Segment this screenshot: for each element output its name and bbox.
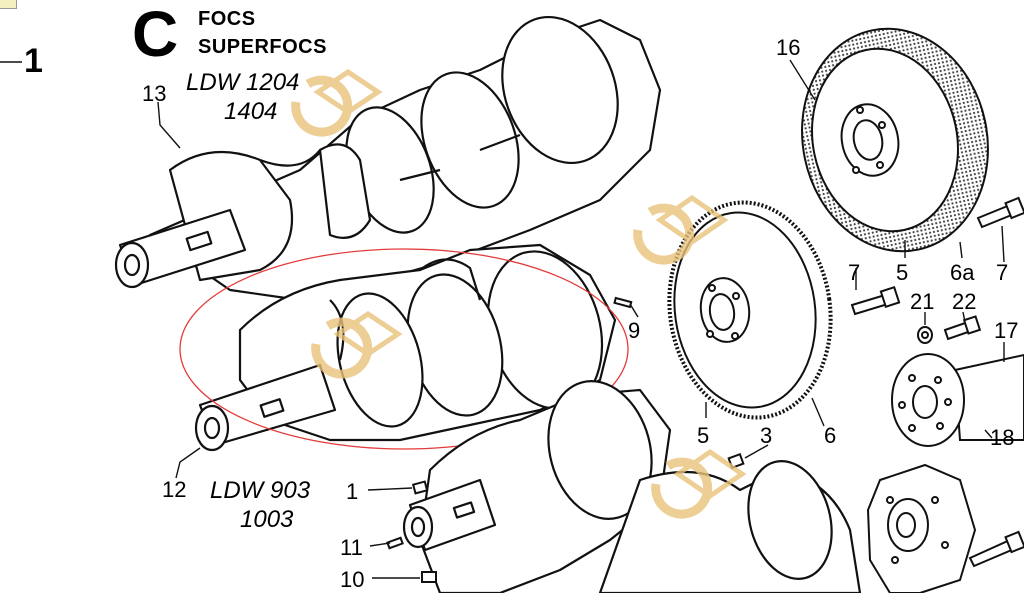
callout-9: 9 [628,318,641,343]
header-line-2: SUPERFOCS [198,36,327,58]
header-line-1: FOCS [198,8,256,30]
model-label-bottom-a: LDW 903 [210,477,311,504]
ring-gear-flywheel-drawing [801,27,989,253]
page-marker: 1 [24,42,43,80]
callout-11: 11 [340,535,363,560]
hub-drawing [891,353,1024,447]
callout-6: 6 [824,423,837,448]
callout-21: 21 [910,289,935,314]
callout-6a: 6a [950,260,975,285]
flywheel-drawing [667,200,833,420]
leader-lines [0,59,1005,579]
callout-12: 12 [162,477,187,502]
highlight-ellipse [179,248,629,450]
model-label-top-a: LDW 1204 [186,69,300,96]
callout-7-mid: 7 [848,260,861,285]
callout-1: 1 [346,479,359,504]
callout-18: 18 [990,425,1015,450]
callout-5-top: 5 [896,260,909,285]
section-letter: C [132,0,179,70]
callout-10: 10 [340,567,365,592]
callout-5-bottom: 5 [697,423,710,448]
bolt-drawing [386,196,1024,583]
callout-3: 3 [760,423,773,448]
lower-crankshaft-drawing [402,380,862,593]
callout-13: 13 [142,81,167,106]
callout-22: 22 [952,289,977,314]
corner-tab [0,0,17,9]
middle-crankshaft-drawing [194,243,617,452]
watermark-logo-icon [291,68,747,519]
model-label-top-b: 1404 [224,98,278,125]
flange-drawing [866,463,977,593]
callout-7-top: 7 [996,260,1009,285]
model-label-bottom-b: 1003 [240,506,294,533]
upper-crankshaft-drawing [114,15,662,302]
callout-17: 17 [994,318,1019,343]
callout-16: 16 [776,35,801,60]
